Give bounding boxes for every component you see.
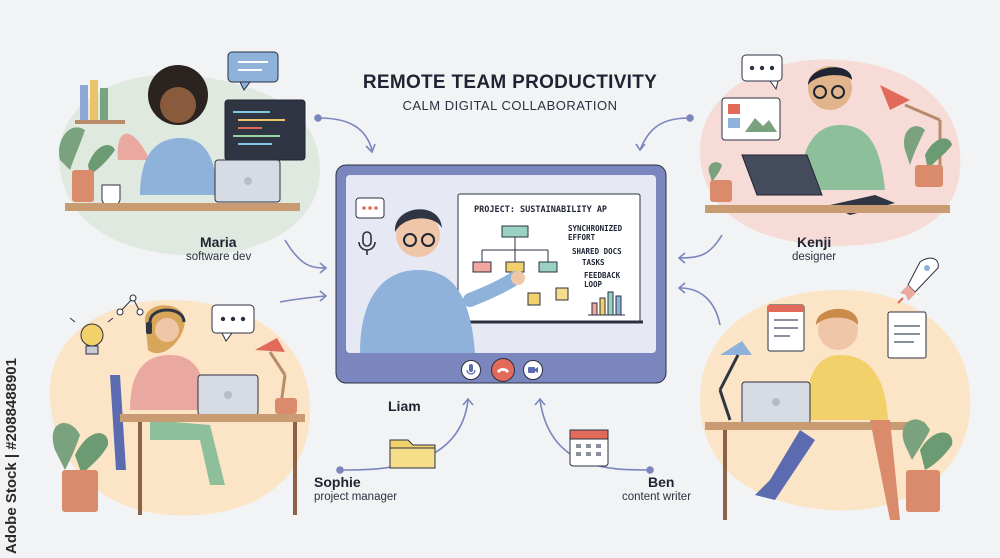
kenji-name: Kenji [797,234,832,250]
video-chat-bubble-icon [355,197,385,219]
sophie-chat-bubble-icon [211,304,255,342]
ben-name: Ben [648,474,675,490]
microphone-icon [466,364,476,375]
calendar-icon [569,429,609,467]
ben-role: content writer [622,491,692,503]
notepad-icon [887,311,927,359]
document-icon [767,304,805,352]
microphone-indicator-icon [358,231,376,255]
stock-watermark: Adobe Stock | #2088488901 [3,300,20,555]
liam-name: Liam [388,398,421,414]
video-call-window [335,164,667,384]
whiteboard-label-shared-docs: SHARED DOCS [572,247,622,256]
maria-chat-bubble-icon [227,51,279,91]
kenji-chat-bubble-icon [741,54,783,91]
maria-name: Maria [200,234,237,250]
sophie-role: project manager [314,491,398,503]
whiteboard-flowchart [472,225,558,273]
rocket-icon [897,257,939,304]
end-call-button[interactable] [491,358,515,382]
network-icon [116,294,144,316]
maria-role: software dev [186,251,252,263]
whiteboard-heading: PROJECT: SUSTAINABILITY AP [474,205,608,215]
whiteboard-label-tasks: TASKS [582,258,605,267]
kenji-role: designer [792,251,837,263]
maria-illustration [59,65,306,211]
hang-up-icon [497,368,509,373]
sophie-illustration [52,294,305,515]
folder-icon [389,439,436,469]
whiteboard-bar-chart [588,291,625,316]
page-subtitle: CALM DIGITAL COLLABORATION [402,98,618,113]
sophie-name: Sophie [314,474,361,490]
kenji-illustration [705,66,952,215]
video-camera-icon [528,367,538,373]
lightbulb-icon [69,317,114,355]
whiteboard-label-feedback: FEEDBACK LOOP [584,271,621,289]
camera-button[interactable] [523,360,543,380]
whiteboard-label-synchronized: SYNCHRONIZED EFFORT [568,224,623,242]
ben-illustration [705,304,953,520]
stock-watermark-text: Adobe Stock | #2088488901 [3,358,20,554]
page-title: REMOTE TEAM PRODUCTIVITY [362,72,658,93]
mute-button[interactable] [461,360,481,380]
